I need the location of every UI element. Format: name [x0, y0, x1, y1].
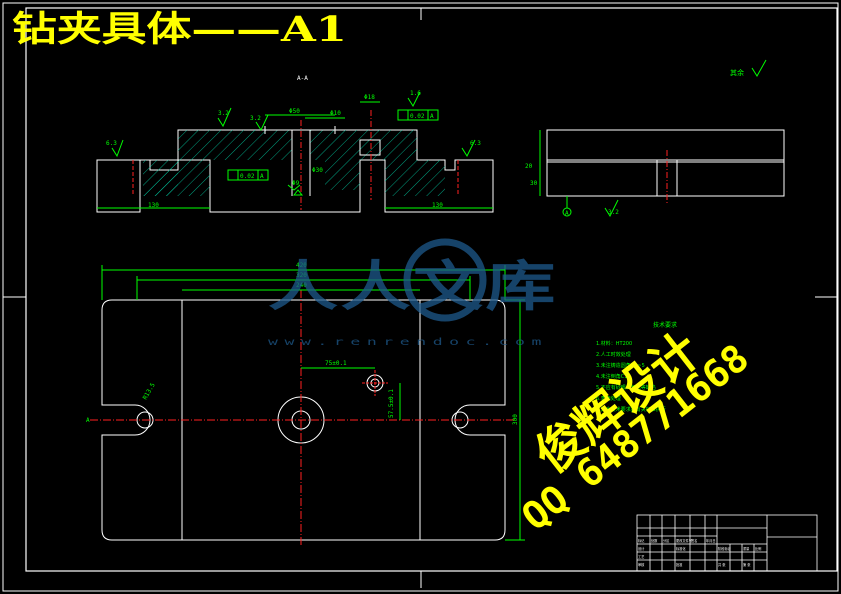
side-h-total: 30 — [530, 180, 538, 187]
section-view-a-a: A-A 130 130 Φ50 Φ10 Φ18 6.3 3.2 — [96, 75, 494, 213]
tb-cell-11: 比例 — [755, 546, 761, 551]
tb-cell-4: 更改文件号 — [676, 538, 692, 543]
tech-item-4: 4.未注倒角C1 — [596, 373, 627, 380]
tb-cell-5: 签名 — [691, 538, 697, 543]
side-h-top: 20 — [525, 163, 533, 170]
tb-cell-16: 第 张 — [743, 562, 751, 567]
tb-cell-13: 工艺 — [638, 554, 644, 559]
site-watermark-text: 人人文库 — [268, 255, 558, 318]
roughness-left: 6.3 — [106, 140, 117, 147]
tb-cell-9: 阶段标记 — [718, 546, 732, 551]
tech-item-3: 3.未注铸造圆角R3~5 — [596, 362, 645, 369]
roughness-rest-label: 其余 — [730, 68, 744, 77]
tb-cell-14: 批准 — [676, 562, 683, 567]
a-cut-left: A — [86, 417, 90, 424]
dim-phi10: Φ10 — [330, 110, 341, 117]
tech-item-1: 1.材料：HT200 — [596, 340, 632, 347]
site-watermark: 人人文库 www.renrendoc.com — [268, 238, 558, 348]
dim-w-top: 240 — [296, 282, 307, 289]
gdt1-value: 0.02 — [410, 113, 425, 120]
tech-item-6: 6.表面处理 — [596, 395, 621, 402]
dim-y-hole: 57.5±0.1 — [388, 389, 395, 418]
section-label: A-A — [297, 75, 308, 82]
tech-item-2: 2.人工时效处理 — [596, 351, 631, 358]
tb-cell-12: 审核 — [638, 562, 645, 567]
dim-w-overall: 420 — [296, 262, 307, 269]
tb-cell-7: 设计 — [638, 546, 645, 551]
tech-heading: 技术要求 — [653, 321, 677, 329]
flatness-value: 1.6 — [410, 90, 421, 97]
dim-phi9: Φ9 — [292, 180, 300, 187]
roughness-mid2: 3.2 — [250, 115, 261, 122]
tb-cell-8: 标准化 — [676, 546, 686, 551]
gdt1-ref: A — [430, 113, 434, 120]
plan-view: 420 320 240 75±0.1 57.5±0.1 300 R13.5 A — [86, 262, 525, 545]
drawing-title: 钻夹具体——A1 — [12, 9, 347, 50]
roughness-rest-mark: 其余 — [730, 59, 767, 77]
side-roughness: 3.2 — [608, 209, 619, 216]
section-dimensions: 130 130 Φ50 Φ10 Φ18 6.3 3.2 3.2 6.3 1.6 … — [97, 90, 493, 209]
dim-w-inner: 320 — [296, 272, 307, 279]
tb-cell-3: 分区 — [663, 538, 670, 543]
dim-len-right: 130 — [432, 202, 443, 209]
side-datum: A — [565, 210, 569, 217]
dim-len-left: 130 — [148, 202, 159, 209]
tech-item-7: 7.其余技术要求按有关标准执行 — [596, 406, 666, 413]
technical-requirements: 技术要求 1.材料：HT200 2.人工时效处理 3.未注铸造圆角R3~5 4.… — [596, 321, 677, 413]
title-block-text: 标记 处数 分区 更改文件号 签名 年月日 设计 标准化 阶段标记 重量 比例 … — [638, 538, 761, 567]
tb-cell-15: 共 张 — [718, 562, 726, 567]
side-view: 20 30 3.2 A — [525, 129, 785, 218]
dim-phi18: Φ18 — [364, 94, 375, 101]
dim-slot-r: R13.5 — [142, 382, 157, 401]
tb-cell-10: 重量 — [743, 546, 750, 551]
dim-height: 300 — [512, 414, 519, 425]
dim-x-hole: 75±0.1 — [325, 360, 347, 367]
tb-cell-6: 年月日 — [706, 538, 716, 543]
tb-cell-2: 处数 — [651, 538, 658, 543]
tb-cell-1: 标记 — [638, 538, 645, 543]
gdt2-value: 0.02 — [240, 173, 255, 180]
dim-phi30: Φ30 — [312, 167, 323, 174]
dim-phi50: Φ50 — [289, 108, 300, 115]
roughness-right: 6.3 — [470, 140, 481, 147]
title-block — [636, 514, 818, 572]
tech-item-5: 5.不应有砂眼、气孔等缺陷 — [596, 384, 656, 391]
gdt2-ref: A — [260, 173, 264, 180]
roughness-mid1: 3.2 — [218, 110, 229, 117]
site-url: www.renrendoc.com — [268, 337, 548, 348]
